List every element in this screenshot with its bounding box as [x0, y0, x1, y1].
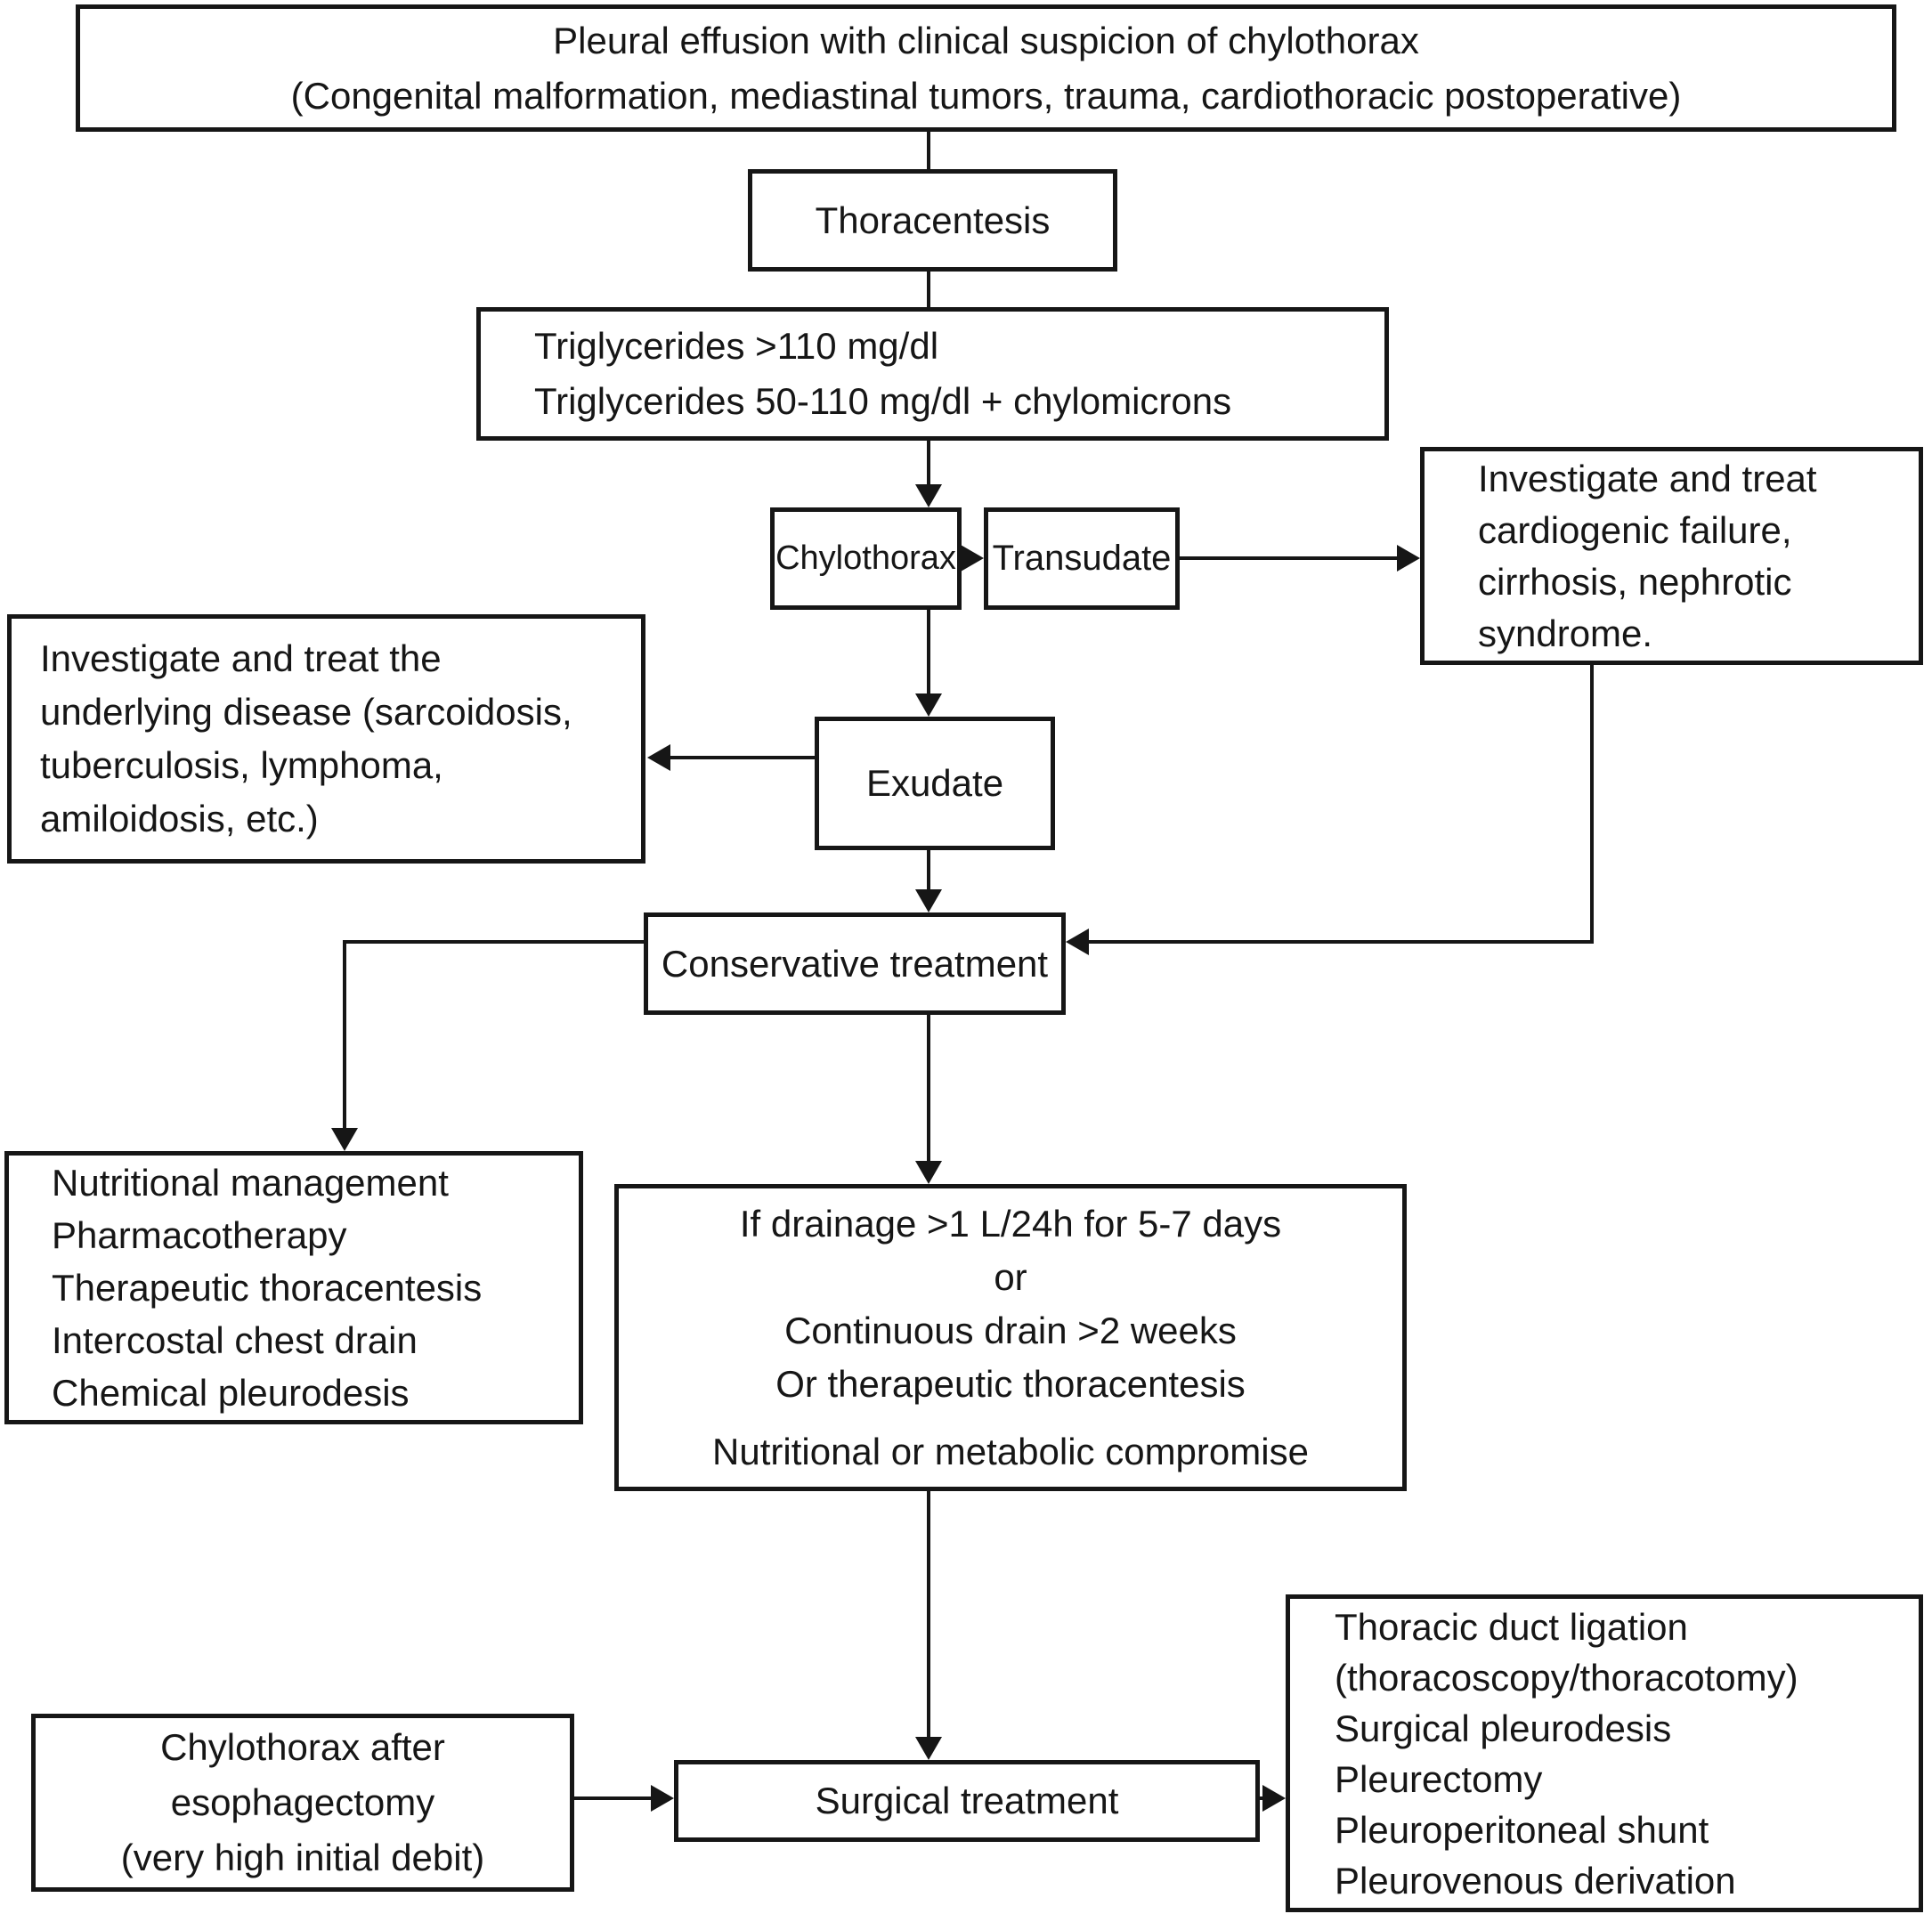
- connector-exudate-conservative: [927, 850, 930, 893]
- cardiogenic-failure-label: Investigate and treat cardiogenic failur…: [1478, 457, 1817, 654]
- node-underlying-disease: Investigate and treat the underlying dis…: [7, 614, 645, 864]
- conservative-treatment-label: Conservative treatment: [661, 942, 1049, 985]
- connector-thoracentesis-triglycerides: [927, 272, 930, 309]
- node-triglycerides: Triglycerides >110 mg/dl Triglycerides 5…: [476, 307, 1389, 441]
- arrowhead-down-exudate-icon: [915, 693, 942, 717]
- arrowhead-left-conservative-icon: [1066, 929, 1089, 955]
- surgical-treatment-label: Surgical treatment: [815, 1780, 1119, 1821]
- pleural-effusion-label: Pleural effusion with clinical suspicion…: [290, 19, 1682, 117]
- connector-conservative-drainage: [927, 1015, 930, 1163]
- arrowhead-right-transudate-icon: [961, 545, 984, 572]
- node-thoracentesis: Thoracentesis: [748, 169, 1117, 272]
- node-pleural-effusion: Pleural effusion with clinical suspicion…: [76, 4, 1896, 132]
- drainage-compromise-label: Nutritional or metabolic compromise: [712, 1430, 1309, 1472]
- conservative-measures-label: Nutritional management Pharmacotherapy T…: [52, 1162, 483, 1414]
- node-conservative-treatment: Conservative treatment: [644, 912, 1066, 1015]
- connector-chylothorax-exudate: [927, 610, 930, 695]
- connector-transudate-cardiogenic: [1180, 556, 1399, 560]
- arrowhead-right-options-icon: [1262, 1785, 1286, 1812]
- node-chylothorax: Chylothorax: [770, 507, 962, 610]
- connector-pleural-thoracentesis: [927, 132, 930, 171]
- node-transudate: Transudate: [984, 507, 1180, 610]
- chylothorax-esophagectomy-label: Chylothorax after esophagectomy (very hi…: [120, 1726, 485, 1878]
- connector-exudate-underlying: [670, 756, 815, 759]
- arrowhead-down-measures-icon: [331, 1128, 358, 1151]
- node-conservative-measures: Nutritional management Pharmacotherapy T…: [4, 1151, 583, 1424]
- arrowhead-down-chylothorax-icon: [915, 484, 942, 507]
- connector-conservative-measures-horizontal: [343, 940, 644, 944]
- connector-cardiogenic-conservative-horizontal: [1087, 940, 1594, 944]
- node-surgical-options: Thoracic duct ligation (thoracoscopy/tho…: [1286, 1594, 1923, 1912]
- exudate-label: Exudate: [865, 762, 1004, 804]
- chylothorax-label: Chylothorax: [775, 539, 956, 577]
- arrowhead-down-drainage-icon: [915, 1161, 942, 1184]
- arrowhead-down-conservative-icon: [915, 889, 942, 912]
- node-exudate: Exudate: [815, 717, 1055, 850]
- surgical-options-label: Thoracic duct ligation (thoracoscopy/tho…: [1335, 1605, 1798, 1902]
- connector-conservative-measures-vertical: [343, 940, 346, 1131]
- arrowhead-left-underlying-icon: [647, 744, 670, 771]
- node-cardiogenic-failure: Investigate and treat cardiogenic failur…: [1420, 447, 1923, 665]
- arrowhead-down-surgical-icon: [915, 1737, 942, 1760]
- connector-triglycerides-chylothorax: [927, 441, 930, 487]
- arrowhead-right-surgical-icon: [651, 1785, 674, 1812]
- node-surgical-treatment: Surgical treatment: [674, 1760, 1260, 1842]
- node-drainage-criteria: If drainage >1 L/24h for 5-7 days or Con…: [614, 1184, 1407, 1491]
- thoracentesis-label: Thoracentesis: [815, 199, 1051, 241]
- arrowhead-right-cardiogenic-icon: [1397, 545, 1420, 572]
- triglycerides-label: Triglycerides >110 mg/dl Triglycerides 5…: [534, 325, 1232, 422]
- connector-drainage-surgical: [927, 1491, 930, 1739]
- node-chylothorax-esophagectomy: Chylothorax after esophagectomy (very hi…: [31, 1714, 574, 1892]
- connector-esophagectomy-surgical: [574, 1796, 653, 1800]
- transudate-label: Transudate: [992, 539, 1172, 578]
- connector-cardiogenic-conservative-vertical: [1590, 665, 1594, 944]
- drainage-criteria-label: If drainage >1 L/24h for 5-7 days or Con…: [739, 1202, 1282, 1405]
- underlying-disease-label: Investigate and treat the underlying dis…: [40, 637, 572, 839]
